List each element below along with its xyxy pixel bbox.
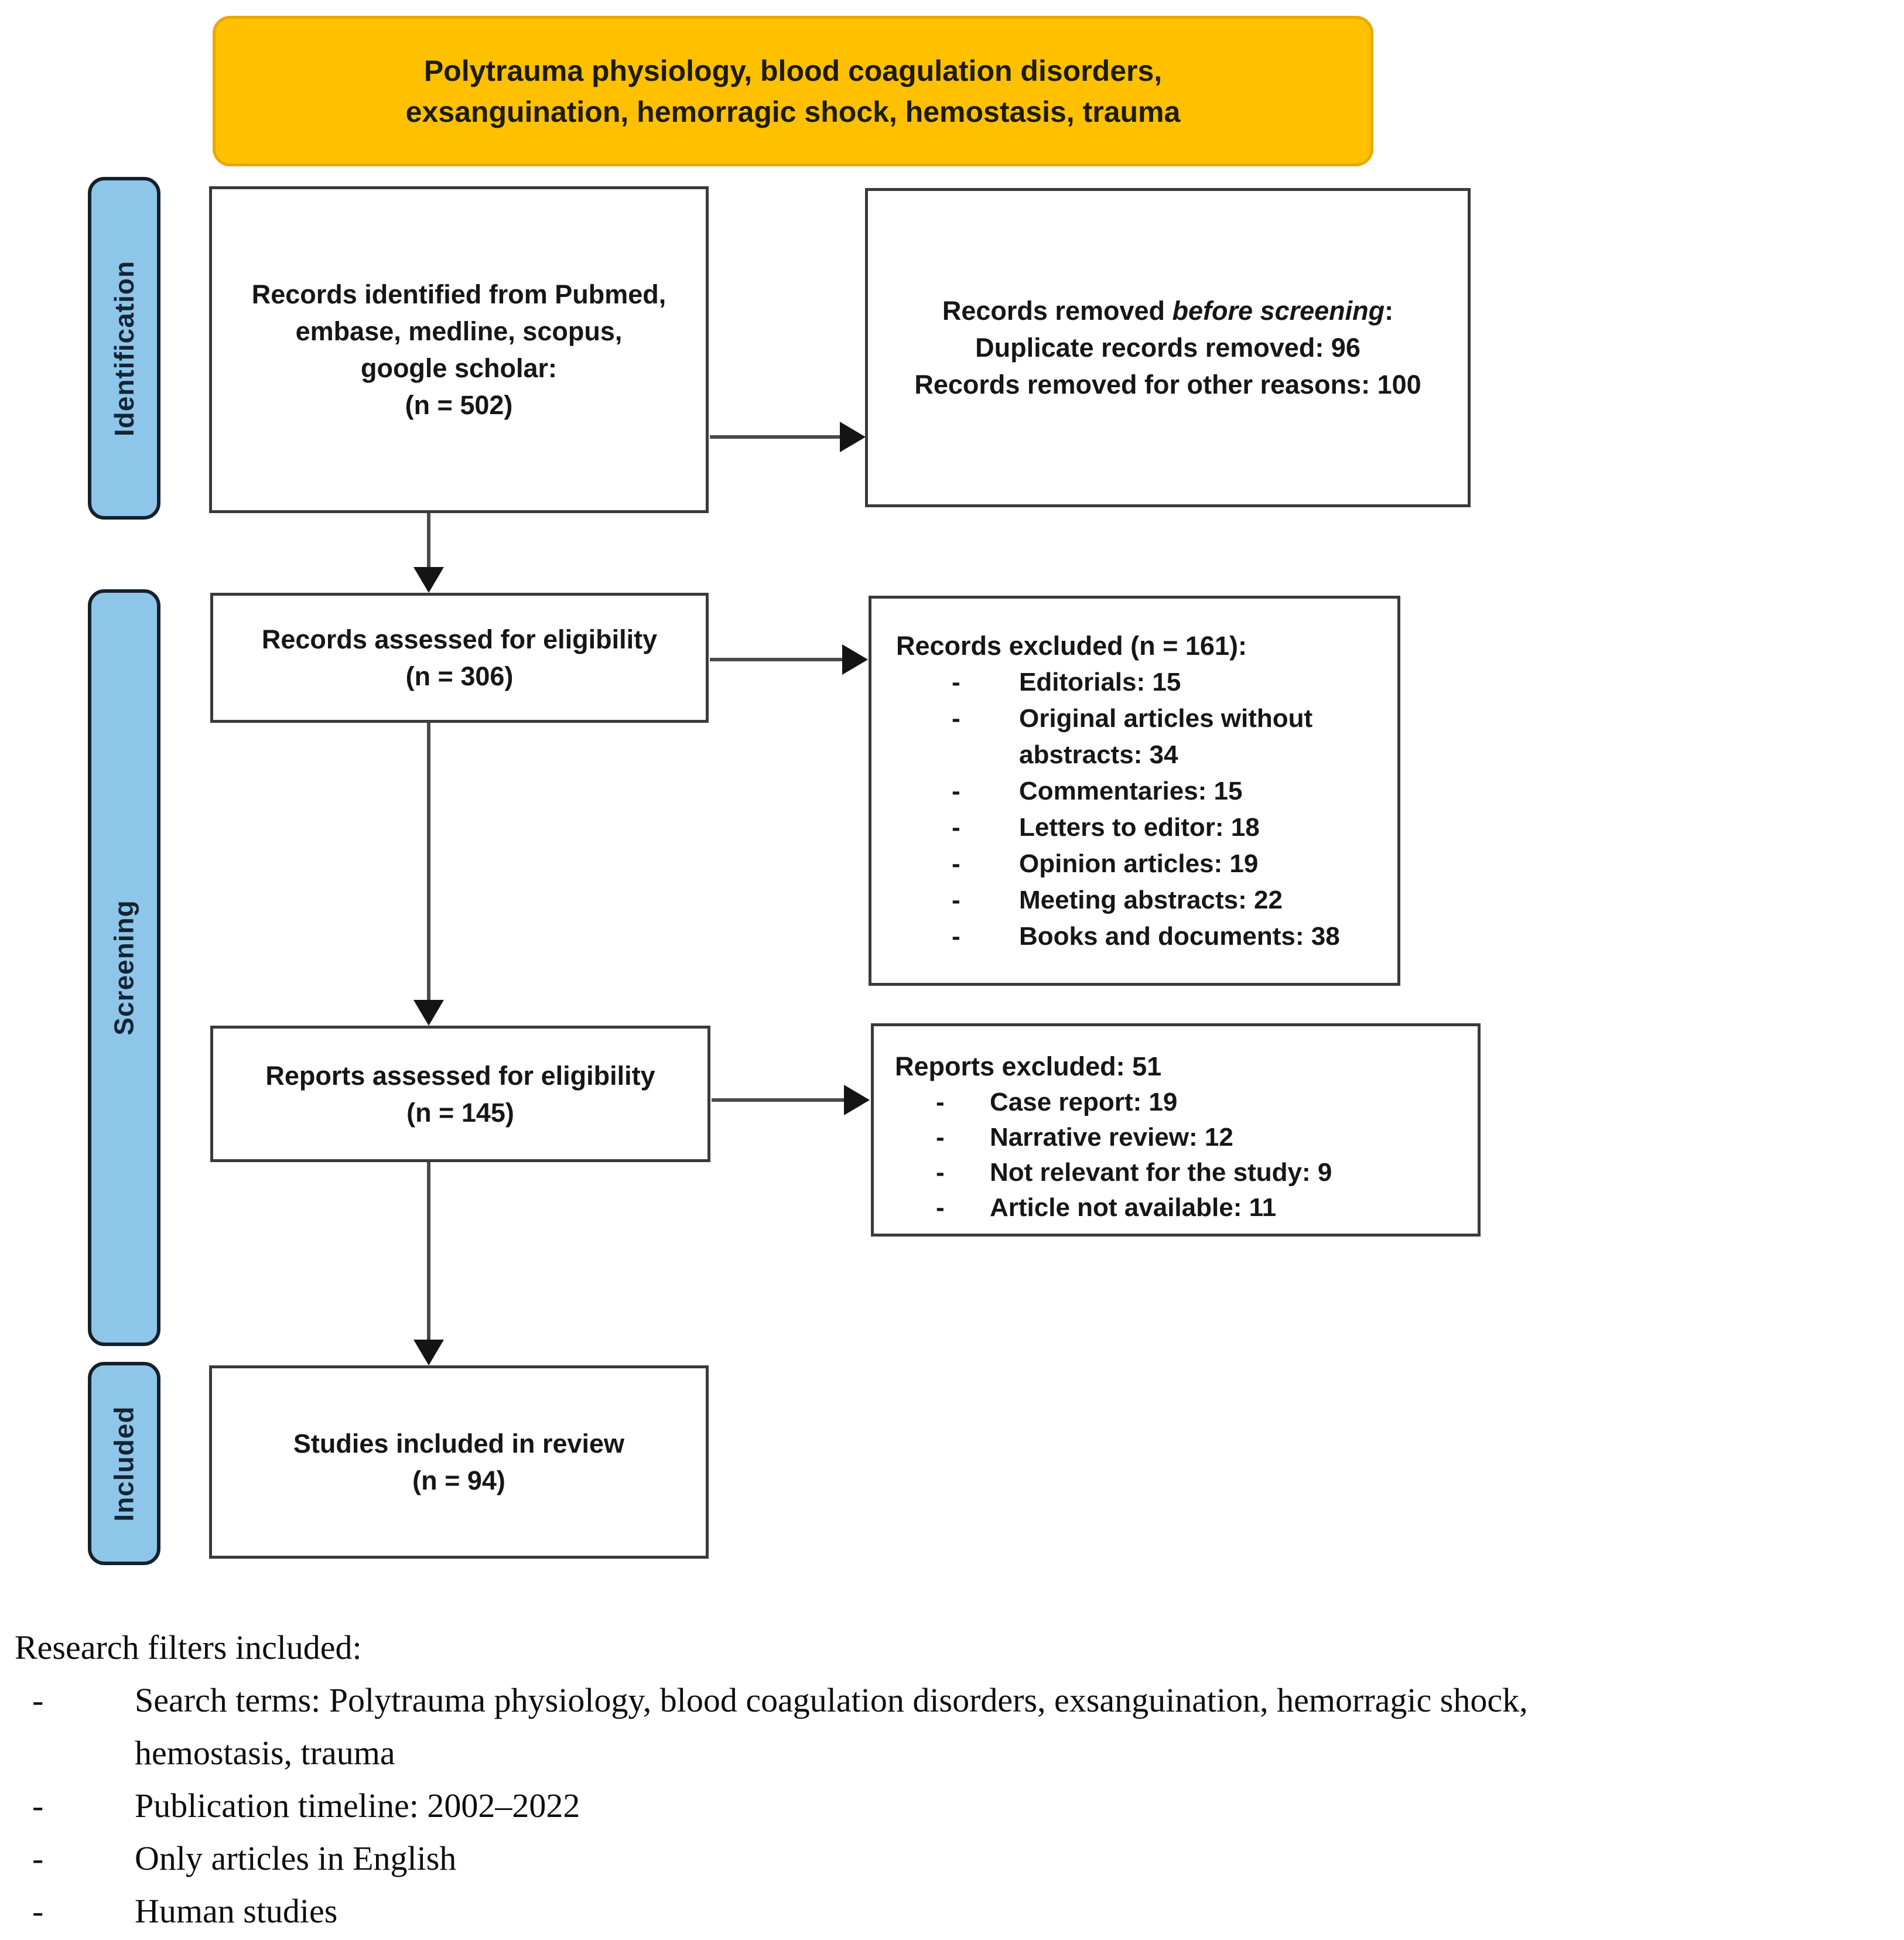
stage-label-screening-text: Screening bbox=[109, 900, 140, 1036]
list-dash: - bbox=[952, 849, 960, 878]
list-dash: - bbox=[936, 1088, 945, 1116]
records-excluded-item-text: Books and documents: 38 bbox=[1019, 922, 1340, 951]
records-excluded-item-text: Editorials: 15 bbox=[1019, 668, 1181, 696]
records-excluded-item-text: Letters to editor: 18 bbox=[1019, 813, 1260, 842]
search-terms-banner: Polytrauma physiology, blood coagulation… bbox=[213, 16, 1373, 166]
records-assessed-line-1: Records assessed for eligibility bbox=[261, 624, 658, 654]
records-identified-line-4: (n = 502) bbox=[405, 390, 513, 420]
filter-bullet-human: - Human studies bbox=[15, 1885, 1896, 1938]
reports-assessed-line-1: Reports assessed for eligibility bbox=[265, 1060, 655, 1091]
list-dash: - bbox=[952, 922, 960, 951]
records-excluded-item: - Commentaries: 15 bbox=[896, 773, 1375, 810]
records-identified-line-1: Records identified from Pubmed, bbox=[251, 279, 666, 309]
filter-bullet-english: - Only articles in English bbox=[15, 1832, 1896, 1885]
arrow-reports-to-excluded-head bbox=[844, 1085, 870, 1115]
arrow-identified-to-removed-line bbox=[710, 435, 842, 439]
reports-excluded-item: - Case report: 19 bbox=[895, 1085, 1461, 1120]
stage-label-identification: Identification bbox=[88, 177, 160, 520]
list-dash: - bbox=[952, 777, 960, 805]
reports-excluded-item-text: Narrative review: 12 bbox=[990, 1123, 1233, 1152]
reports-excluded-item-text: Article not available: 11 bbox=[990, 1193, 1277, 1222]
reports-excluded-item: - Article not available: 11 bbox=[895, 1190, 1461, 1225]
records-removed-line-2: Duplicate records removed: 96 bbox=[975, 333, 1361, 363]
studies-included-line-1: Studies included in review bbox=[293, 1429, 625, 1459]
records-excluded-item: - Letters to editor: 18 bbox=[896, 810, 1375, 846]
records-identified-box: Records identified from Pubmed, embase, … bbox=[209, 186, 709, 513]
records-removed-box: Records removed before screening: Duplic… bbox=[865, 188, 1471, 507]
list-dash: - bbox=[952, 668, 960, 696]
records-identified-line-3: google scholar: bbox=[360, 353, 558, 383]
records-excluded-item-text: Meeting abstracts: 22 bbox=[1019, 886, 1283, 914]
records-excluded-item-text: Commentaries: 15 bbox=[1019, 777, 1243, 805]
arrow-assessed-to-excluded-line bbox=[710, 658, 845, 661]
filter-bullet-text: Publication timeline: 2002–2022 bbox=[135, 1787, 580, 1825]
records-identified-line-2: embase, medline, scopus, bbox=[295, 316, 623, 346]
stage-label-screening: Screening bbox=[88, 589, 160, 1346]
records-excluded-item: - Opinion articles: 19 bbox=[896, 846, 1375, 882]
arrow-reports-to-excluded-line bbox=[712, 1098, 847, 1102]
filter-search-terms-line-1: Search terms: Polytrauma physiology, blo… bbox=[135, 1681, 1528, 1719]
records-excluded-item-text: Opinion articles: 19 bbox=[1019, 849, 1259, 878]
arrow-identified-to-assessed-line bbox=[427, 513, 430, 569]
reports-excluded-title: Reports excluded: 51 bbox=[895, 1051, 1162, 1081]
list-dash: - bbox=[936, 1123, 945, 1152]
records-removed-suffix: : bbox=[1385, 296, 1394, 326]
studies-included-box: Studies included in review (n = 94) bbox=[209, 1365, 709, 1559]
filter-bullet-timeline: - Publication timeline: 2002–2022 bbox=[15, 1780, 1896, 1832]
reports-excluded-item: - Not relevant for the study: 9 bbox=[895, 1155, 1461, 1190]
research-filters-section: Research filters included: - Search term… bbox=[15, 1621, 1896, 1938]
list-dash: - bbox=[936, 1193, 945, 1222]
records-removed-italic: before screening bbox=[1172, 296, 1385, 326]
records-excluded-item: - Books and documents: 38 bbox=[896, 918, 1375, 955]
records-excluded-item-text: Original articles without abstracts: 34 bbox=[1019, 704, 1313, 769]
bullet-dash: - bbox=[32, 1839, 44, 1877]
records-excluded-title: Records excluded (n = 161): bbox=[896, 631, 1247, 661]
banner-line-2: exsanguination, hemorragic shock, hemost… bbox=[405, 95, 1181, 128]
arrow-assessed-to-reports-head bbox=[413, 1000, 444, 1026]
reports-excluded-item: - Narrative review: 12 bbox=[895, 1120, 1461, 1155]
stage-label-identification-text: Identification bbox=[109, 260, 140, 436]
studies-included-line-2: (n = 94) bbox=[412, 1466, 505, 1495]
filter-search-terms-line-2: hemostasis, trauma bbox=[135, 1734, 395, 1772]
bullet-dash: - bbox=[32, 1787, 44, 1825]
filter-bullet-text: Only articles in English bbox=[135, 1839, 457, 1877]
reports-excluded-item-text: Not relevant for the study: 9 bbox=[990, 1158, 1332, 1187]
arrow-reports-to-included-line bbox=[427, 1162, 430, 1341]
list-dash: - bbox=[952, 704, 960, 733]
reports-excluded-box: Reports excluded: 51 - Case report: 19 - N… bbox=[871, 1023, 1481, 1237]
research-filters-heading: Research filters included: bbox=[15, 1628, 362, 1666]
arrow-identified-to-assessed-head bbox=[413, 567, 444, 593]
records-removed-line-1: Records removed before screening: bbox=[942, 292, 1393, 329]
list-dash: - bbox=[936, 1158, 945, 1187]
banner-line-1: Polytrauma physiology, blood coagulation… bbox=[423, 54, 1163, 87]
stage-label-included-text: Included bbox=[109, 1405, 139, 1522]
records-excluded-item: - Original articles without abstracts: 34 bbox=[896, 701, 1375, 773]
records-assessed-box: Records assessed for eligibility (n = 30… bbox=[210, 593, 709, 723]
records-assessed-line-2: (n = 306) bbox=[405, 661, 514, 691]
arrow-assessed-to-excluded-head bbox=[842, 644, 868, 675]
list-dash: - bbox=[952, 886, 960, 914]
filter-bullet-text: Human studies bbox=[135, 1892, 338, 1930]
records-excluded-box: Records excluded (n = 161): - Editorials:… bbox=[869, 596, 1400, 986]
arrow-assessed-to-reports-line bbox=[427, 723, 430, 1002]
bullet-dash: - bbox=[32, 1892, 44, 1930]
filter-bullet-search-terms: - Search terms: Polytrauma physiology, b… bbox=[15, 1674, 1896, 1780]
arrow-identified-to-removed-head bbox=[840, 422, 866, 452]
bullet-dash: - bbox=[32, 1681, 44, 1719]
filter-bullet-text: Search terms: Polytrauma physiology, blo… bbox=[135, 1674, 1896, 1780]
records-removed-line-3: Records removed for other reasons: 100 bbox=[914, 370, 1421, 399]
list-dash: - bbox=[952, 813, 960, 842]
arrow-reports-to-included-head bbox=[413, 1340, 444, 1365]
reports-assessed-line-2: (n = 145) bbox=[406, 1097, 514, 1128]
stage-label-included: Included bbox=[88, 1362, 160, 1565]
records-removed-prefix: Records removed bbox=[942, 296, 1173, 326]
records-excluded-item: - Editorials: 15 bbox=[896, 664, 1375, 701]
reports-excluded-item-text: Case report: 19 bbox=[990, 1088, 1178, 1116]
reports-assessed-box: Reports assessed for eligibility (n = 14… bbox=[210, 1026, 710, 1162]
records-excluded-item: - Meeting abstracts: 22 bbox=[896, 882, 1375, 918]
